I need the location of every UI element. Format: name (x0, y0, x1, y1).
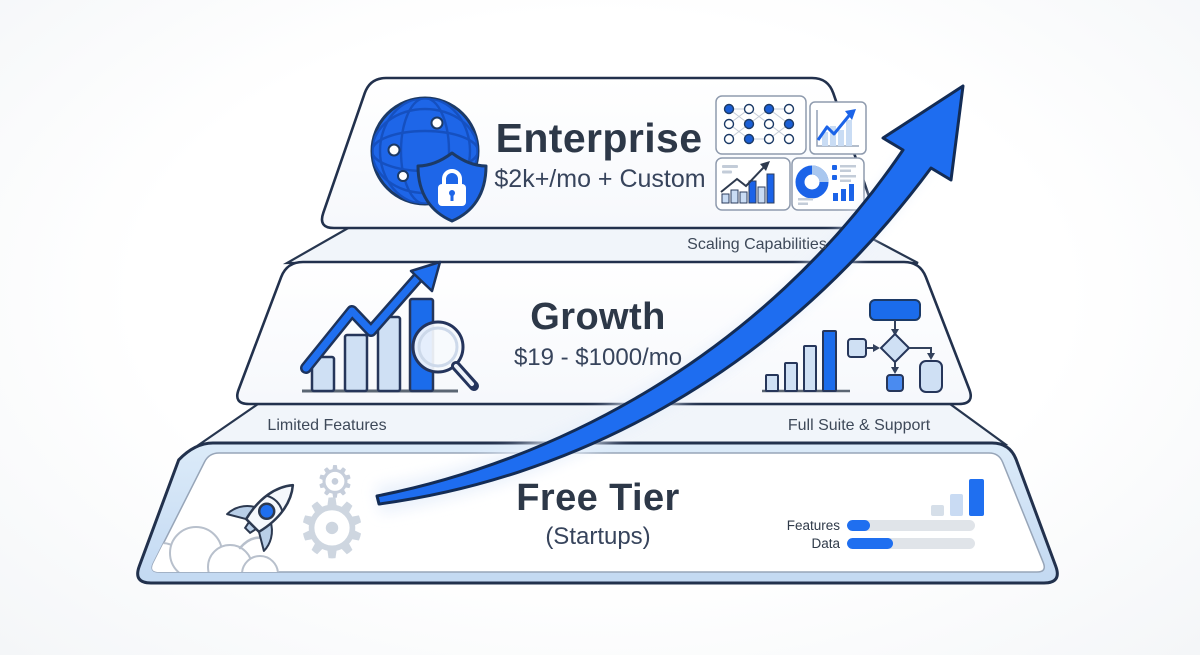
donut-chart-report-icon (791, 157, 865, 211)
tier-free-subtitle: (Startups) (545, 523, 651, 550)
line-chart-icon (809, 101, 867, 155)
tier-growth-price: $19 - $1000/mo (513, 344, 683, 371)
band-label-scaling-capabilities: Scaling Capabilities (687, 236, 827, 253)
data-progress-fill (847, 538, 894, 549)
gear-icon-small: ⚙ (315, 458, 354, 507)
clouds-icon (152, 526, 279, 572)
mini-bar-chart-icon (762, 330, 850, 393)
tier-enterprise-title: Enterprise (495, 115, 703, 161)
tier-free-title: Free Tier (516, 477, 680, 519)
gear-icon-large: ⚙ (295, 484, 369, 575)
globe-shield-icon (370, 96, 488, 223)
free-tier-inner-shape (151, 452, 1046, 573)
band-label-full-suite-support: Full Suite & Support (787, 417, 931, 434)
flowchart-icon (847, 299, 943, 393)
tier-enterprise-price: $2k+/mo + Custom (494, 165, 706, 193)
signal-bars-icon (931, 479, 984, 516)
band-label-limited-features: Limited Features (267, 417, 387, 434)
data-metric-label: Data (811, 536, 840, 551)
neural-network-icon (715, 95, 807, 155)
growth-arrow (375, 84, 965, 514)
bar-chart-trend-icon (715, 157, 791, 211)
rocket-icon (226, 483, 295, 552)
data-progress-track (847, 538, 975, 549)
data-metric-row: Data (764, 536, 975, 551)
features-metric-row: Features (764, 518, 975, 533)
features-progress-fill (847, 520, 871, 531)
features-progress-track (847, 520, 975, 531)
tier-growth-title: Growth (530, 296, 666, 338)
features-metric-label: Features (786, 518, 840, 533)
bars-magnifier-icon (300, 260, 479, 393)
